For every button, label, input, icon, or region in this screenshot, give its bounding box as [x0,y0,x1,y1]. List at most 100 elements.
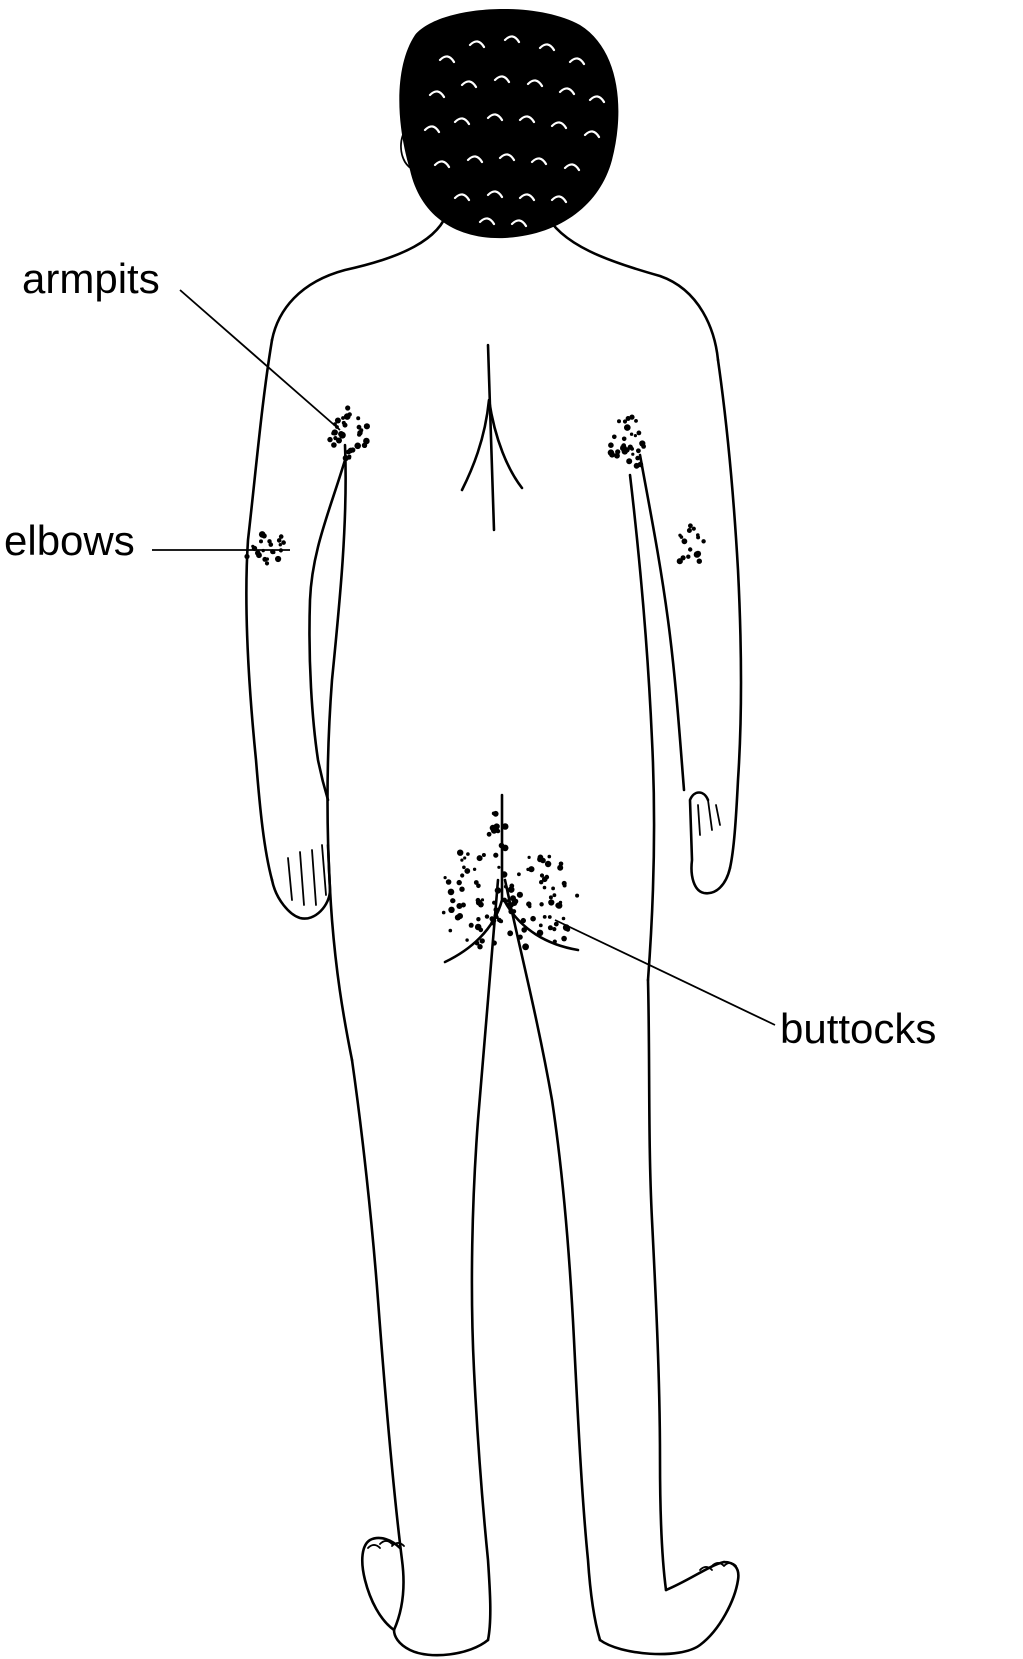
rash-dot [502,823,509,830]
rash-dot [444,876,447,879]
rash-dot [481,898,484,901]
rash-dot [697,559,702,564]
rash-dot [617,419,621,423]
rash-dot [363,438,370,445]
rash-dot [530,916,536,922]
rash-dot [506,899,510,903]
rash-dot [551,887,555,891]
rash-dot [549,895,553,899]
torso-right-side [630,475,654,980]
rash-dot [635,456,640,461]
rash-dot [357,430,362,435]
rash-dot [548,899,554,905]
rash-dot [442,911,446,915]
rash-dot [686,555,690,559]
buttocks-label: buttocks [780,1008,936,1050]
rash-dot [634,434,637,437]
rash-dot [492,901,496,905]
rash-dot [636,448,641,453]
rash-dot [688,523,693,528]
rash-dot [521,927,527,933]
rash-dot [343,455,349,461]
rash-dot [448,889,455,896]
rash-dot [637,431,642,436]
rash-dot [279,534,284,539]
rash-dot [507,930,513,936]
rash-dot [501,871,507,877]
rash-dot [692,527,696,531]
rash-dot [335,418,341,424]
rash-dot [511,900,517,906]
rash-dot [459,887,464,892]
right-leg-outer [648,980,666,1590]
rash-dot [466,852,470,856]
rash-dot [265,561,269,565]
rash-dot [455,915,461,921]
rash-dot [553,893,557,897]
right-arm-outer [718,360,741,868]
rash-dot [548,915,552,919]
right-foot [600,1562,738,1654]
rash-dot [631,453,634,456]
rash-dot [556,902,563,909]
rash-dot [504,885,508,889]
rash-dot [495,887,501,893]
rash-dot [327,437,332,442]
rash-dot [357,425,362,430]
rash-dot [526,868,529,871]
rash-dot [562,881,567,886]
elbow-right-dots [677,523,706,564]
buttocks-crease [445,795,578,962]
rash-dot [446,879,452,885]
rash-dot [528,856,531,859]
rash-dot [509,884,514,889]
rash-dot [641,442,645,446]
rash-dot [449,929,453,933]
rash-dot [269,542,274,547]
rash-dot [342,421,346,425]
elbow-left-dots [244,531,286,565]
rash-dot [275,556,281,562]
rash-dot [272,551,276,555]
rash-dot [696,535,700,539]
right-hand [690,793,730,894]
rash-dot [493,811,499,817]
rash-dot [677,558,683,564]
spine-line [488,345,494,530]
rash-dot [548,855,552,859]
left-foot [362,1538,488,1655]
torso-left-side [328,445,353,1060]
rash-dot [476,884,481,889]
right-arm-inner [640,455,684,790]
rash-dot [502,845,509,852]
rash-dot [469,923,474,928]
rash-dot [548,925,553,930]
left-hand-fingers [288,845,326,905]
rash-dot [332,429,338,435]
rash-dot [477,855,483,861]
rash-dot [356,416,360,420]
rash-dot [539,902,543,906]
left-neck-shoulder [272,210,448,340]
rash-dot [344,413,351,420]
buttocks-leader-line [555,920,775,1025]
rash-dot [477,944,482,949]
rash-dot [626,458,632,464]
rash-dot [490,920,495,925]
armpits-leader-line [180,290,340,430]
rash-dot [450,898,455,903]
rash-dot [557,865,563,871]
rash-dot [687,528,692,533]
rash-dot [554,922,559,927]
rash-dot [266,557,269,560]
rash-dot [457,850,463,856]
rash-dot [539,924,543,928]
rash-dot [540,858,546,864]
rash-dot [457,880,462,885]
rash-dot [497,866,500,869]
armpits-label: armpits [22,258,160,300]
rash-dot [259,531,266,538]
rash-dot [521,918,526,923]
rash-dot [517,892,523,898]
